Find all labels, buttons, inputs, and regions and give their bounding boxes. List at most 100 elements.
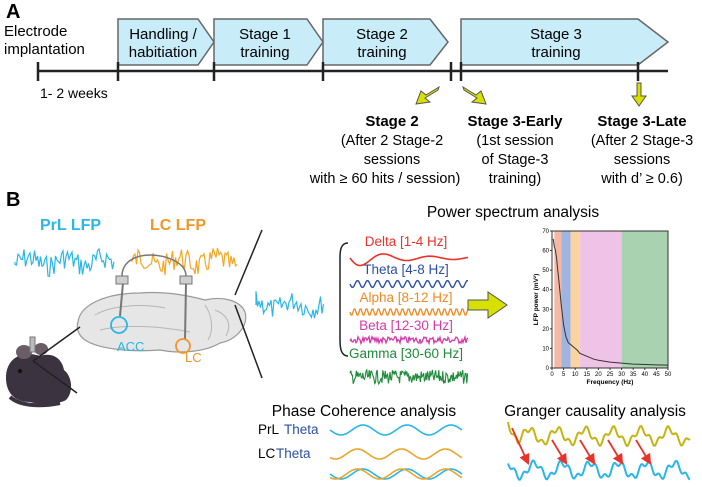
x-tick-label: 10 [572,372,579,378]
x-tick-label: 20 [595,372,602,378]
band-shading-0 [554,231,562,368]
band-label-beta: Beta [12-30 Hz] [359,318,453,333]
prl-theta-prefix: PrL [258,422,280,437]
band-shading-1 [561,231,571,368]
mouse-illustration [6,336,72,408]
acc-label: ACC [117,339,144,354]
band-label-theta: Theta [4-8 Hz] [363,262,449,277]
pointer-line-mouse-lower [32,360,78,394]
pointer-line-mouse [32,326,81,362]
stage-3-line2: training [531,44,580,61]
stage-arrow-stage3 [460,18,670,66]
lc-label: LC [185,350,202,365]
granger-prl-wave [507,459,691,481]
lc-lfp-trace [131,247,238,276]
prl-lfp-trace [14,247,115,278]
band-trace-theta [349,280,468,288]
stage-2-line1: Stage 2 [356,26,408,43]
band-trace-delta [349,253,469,267]
timepoint-stage3-late-line3: with d’ ≥ 0.6) [600,171,683,187]
granger-arrow-2 [579,439,596,465]
timepoint-stage3-late-line1: (After 2 Stage-3 [591,133,693,149]
band-shading-2 [570,231,580,368]
coherence-waves [329,424,463,480]
stage-3-line1: Stage 3 [530,26,582,43]
band-trace-beta [349,334,469,346]
selected-lfp-trace [255,291,325,319]
timepoint-stage2-line1: (After 2 Stage-2 [341,133,443,149]
power-spectrum-line-0 [552,238,669,366]
x-tick-label: 15 [583,372,590,378]
overlay-prl-wave [329,468,463,480]
stage-arrow-handling [117,18,215,66]
y-tick-label: 30 [542,307,549,313]
granger-arrow-0 [511,427,530,465]
band-label-alpha: Alpha [8-12 Hz] [359,290,452,305]
granger-waves [507,421,691,481]
timepoint-stage3-early-line1: (1st session [476,133,553,149]
y-tick-label: 40 [542,288,549,294]
band-shading-3 [579,231,622,368]
y-tick-label: 60 [542,249,549,255]
lc-theta-prefix: LC [258,446,276,461]
y-tick-label: 50 [542,268,549,274]
fan-line-top [234,229,263,296]
stage-handling-line2: habitiation [129,44,197,61]
stage-arrow-stage1 [213,18,324,66]
granger-title: Granger causality analysis [504,403,686,420]
fan-line-bottom [234,304,263,379]
timepoint-arrow-stage2 [415,85,440,105]
stage-1-line1: Stage 1 [239,26,291,43]
timepoint-arrow-stage3-late [631,82,647,107]
lc-theta-wave [329,448,463,460]
timepoint-stage2-title: Stage 2 [365,113,418,130]
duration-label: 1- 2 weeks [40,85,108,101]
prl-theta-word: Theta [284,422,319,437]
acc-electrode-marker [110,316,128,334]
x-tick-label: 35 [630,372,637,378]
band-label-gamma: Gamma [30-60 Hz] [349,346,463,361]
band-bracket [339,242,349,357]
x-tick-label: 5 [562,372,566,378]
x-tick-label: 25 [607,372,614,378]
timepoint-stage3-early-line2: of Stage-3 [482,152,549,168]
band-label-delta: Delta [1-4 Hz] [365,234,448,249]
timepoint-stage3-late-line2: sessions [614,152,670,168]
lc-theta-word: Theta [276,446,311,461]
panel-b-letter: B [6,189,20,211]
mouse-brain-schematic [76,254,247,353]
granger-arrow-1 [551,439,568,465]
frequency-bands: Delta [1-4 Hz] Theta [4-8 Hz] Alpha [8-1… [349,234,469,386]
timepoint-stage3-early-title: Stage 3-Early [467,113,563,130]
y-tick-label: 20 [542,327,549,333]
band-trace-gamma [349,368,469,386]
timepoint-stage3-late-title: Stage 3-Late [597,113,686,130]
electrode-label-line1: Electrode [4,23,67,40]
granger-arrow-3 [607,439,624,465]
lc-electrode-marker [175,338,191,354]
prl-theta-wave [329,424,463,436]
lfp-traces [14,247,325,319]
panel-a-letter: A [6,1,20,23]
timepoint-stage3-early-line3: training) [489,171,541,187]
x-tick-label: 40 [641,372,648,378]
stage-handling-line1: Handling / [129,26,197,43]
x-tick-label: 0 [550,372,554,378]
prl-lfp-label: PrL LFP [40,217,101,234]
y-axis-label: LFP power (mV²) [533,274,540,326]
timepoint-stage2-line2: sessions [364,152,420,168]
x-tick-label: 45 [653,372,660,378]
x-tick-label: 30 [618,372,625,378]
overlay-lc-wave [329,468,463,480]
stage-1-line2: training [240,44,289,61]
electrode-label-line2: implantation [4,41,85,58]
x-axis-label: Frequency (Hz) [587,379,634,386]
y-tick-label: 70 [542,229,549,235]
stage-arrow-stage2 [322,18,449,66]
timeline-ticks [36,62,640,81]
band-trace-alpha [349,308,469,316]
power-spectrum-title: Power spectrum analysis [427,204,600,221]
timepoint-stage2-line3: with ≥ 60 hits / session) [309,171,461,187]
